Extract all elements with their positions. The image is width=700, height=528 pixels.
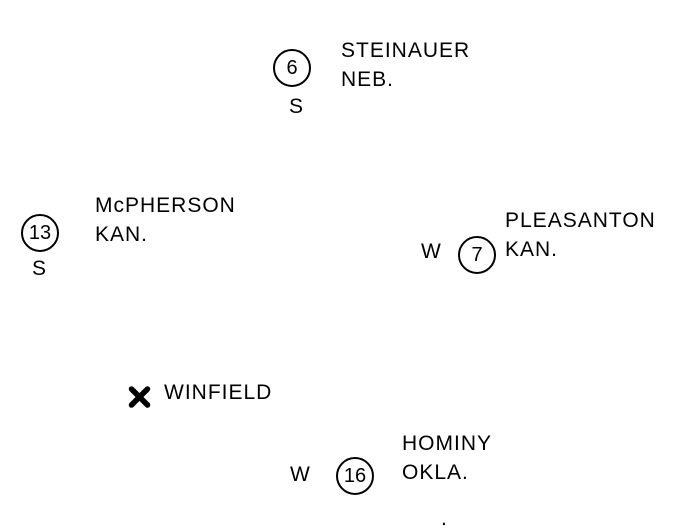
station-circle-13: 13 bbox=[21, 214, 59, 252]
station-name: STEINAUER bbox=[341, 39, 471, 62]
station-label-pleasanton: PLEASANTON KAN. bbox=[505, 206, 656, 264]
station-state: NEB. bbox=[341, 68, 395, 91]
station-state: OKLA. bbox=[402, 461, 469, 484]
station-number: 13 bbox=[28, 222, 52, 244]
station-number: 7 bbox=[471, 244, 483, 266]
epicenter-x-icon bbox=[128, 386, 151, 408]
station-circle-7: 7 bbox=[458, 236, 496, 274]
station-label-steinauer: STEINAUER NEB. bbox=[341, 36, 470, 94]
station-circle-16: 16 bbox=[336, 457, 374, 495]
station-circle-6: 6 bbox=[273, 49, 311, 87]
component-letter-s: S bbox=[289, 95, 305, 118]
component-letter-w: W bbox=[290, 463, 311, 486]
station-label-hominy: HOMINY OKLA. bbox=[402, 429, 492, 487]
station-name: HOMINY bbox=[402, 432, 492, 455]
station-name: PLEASANTON bbox=[505, 209, 656, 232]
station-name: McPHERSON bbox=[95, 194, 236, 217]
station-state: KAN. bbox=[505, 238, 559, 261]
epicenter-label: WINFIELD bbox=[164, 381, 273, 404]
station-number: 16 bbox=[343, 465, 367, 487]
station-state: KAN. bbox=[95, 223, 149, 246]
component-letter-w: W bbox=[421, 240, 442, 263]
station-number: 6 bbox=[286, 57, 298, 79]
component-letter-s: S bbox=[32, 257, 48, 280]
stray-dot-mark: . bbox=[441, 507, 447, 528]
station-label-mcpherson: McPHERSON KAN. bbox=[95, 191, 236, 249]
